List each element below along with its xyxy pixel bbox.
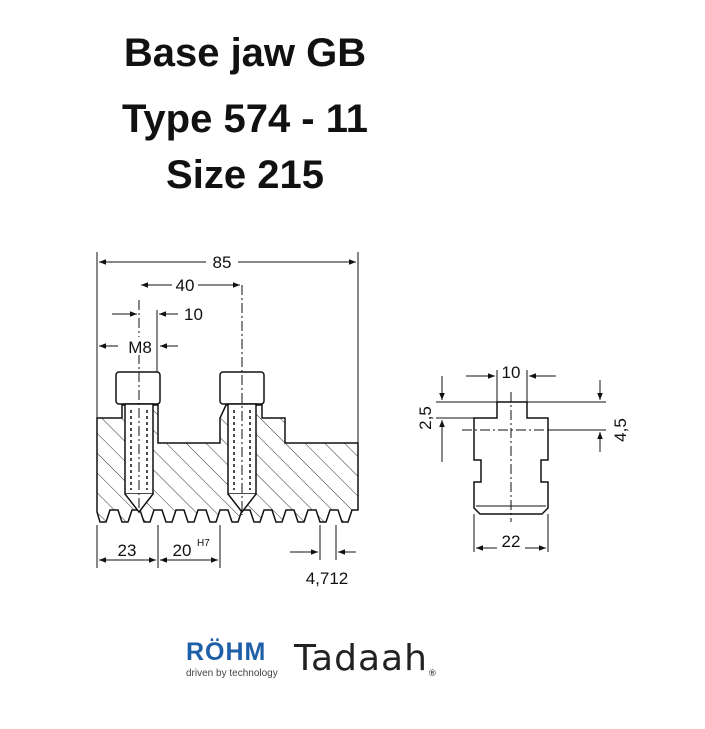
dim-label-top-width: 10 [502, 363, 521, 382]
end-view [436, 370, 606, 552]
tadaah-logo: Tadaah® [294, 638, 438, 679]
dim-label-2-5: 2,5 [416, 406, 435, 430]
dim-label-pitch: 4,712 [306, 569, 349, 588]
dim-label-10: 10 [184, 305, 203, 324]
dim-label-85: 85 [213, 253, 232, 272]
dim-label-20: 20 [173, 541, 192, 560]
dim-label-22: 22 [502, 532, 521, 551]
dim-label-4-5: 4,5 [611, 418, 630, 442]
screw-left [115, 371, 161, 514]
dim-label-40: 40 [176, 276, 195, 295]
title-line-1: Base jaw GB [123, 31, 367, 75]
end-profile [473, 401, 549, 515]
title-line-3: Size 215 [166, 153, 324, 197]
side-view [96, 252, 359, 568]
rohm-tagline: driven by technology [186, 668, 278, 679]
dim-label-23: 23 [118, 541, 137, 560]
registered-mark: ® [427, 669, 438, 679]
dim-label-h7: H7 [197, 538, 210, 549]
tadaah-wordmark: Tadaah [294, 638, 428, 679]
dim-label-thread: M8 [128, 338, 152, 357]
rohm-logo: RÖHM [186, 638, 267, 666]
title-line-2: Type 574 - 11 [121, 97, 369, 141]
